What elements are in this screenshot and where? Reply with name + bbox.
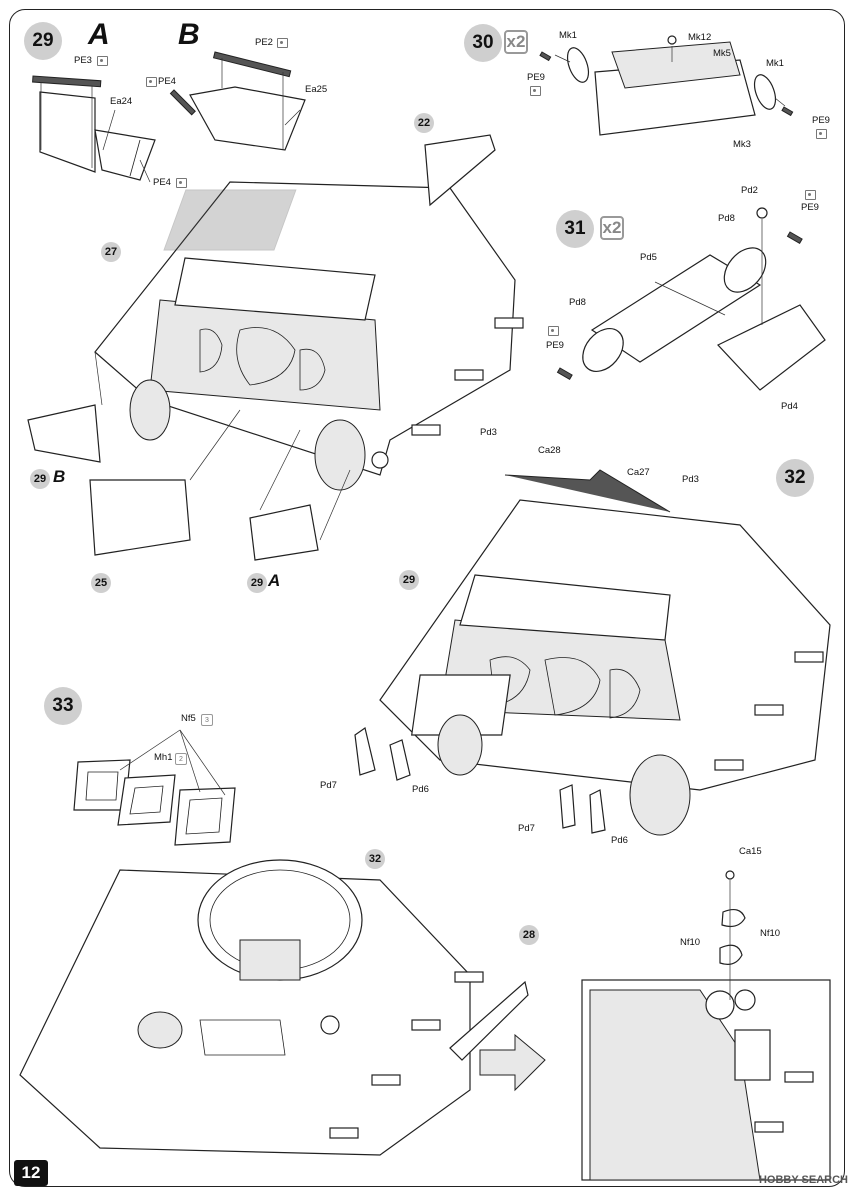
photo-etch-icon: [176, 178, 187, 188]
step-30-marker: 30: [464, 24, 502, 62]
step-31-number: 31: [564, 218, 586, 239]
part-label-pe9-31-right: PE9: [801, 202, 819, 213]
part-label-nf5: Nf5: [181, 713, 196, 724]
part-label-ca15: Ca15: [739, 846, 762, 857]
detail-inset: [581, 870, 831, 1181]
hull-rear-view-top: [94, 134, 524, 491]
step-29-marker: 29: [24, 22, 62, 60]
part-label-pd8-bottom: Pd8: [569, 297, 586, 308]
photo-etch-icon: [805, 190, 816, 200]
part-label-mk1-left: Mk1: [559, 30, 577, 41]
part-label-ca27: Ca27: [627, 467, 650, 478]
hull-step33: [19, 859, 546, 1156]
step-33-number: 33: [52, 695, 74, 716]
part-label-pd4: Pd4: [781, 401, 798, 412]
part-label-pe4-b: PE4: [158, 76, 176, 87]
nf5-multiplier: 3: [201, 714, 213, 726]
step-29-number: 29: [32, 30, 54, 51]
part-label-pd6-left: Pd6: [412, 784, 429, 795]
part-label-mk1-right: Mk1: [766, 58, 784, 69]
substep-29a-variant: A: [268, 571, 281, 590]
part-label-mh1: Mh1: [154, 752, 173, 763]
part-label-mk3: Mk3: [733, 139, 751, 150]
mh1-multiplier: 2: [175, 753, 187, 765]
instruction-page-border: [9, 9, 845, 1187]
photo-etch-icon: [816, 129, 827, 139]
part-label-pd3-left: Pd3: [480, 427, 497, 438]
step-31-marker: 31: [556, 210, 594, 248]
step33-spare-tracks: [73, 729, 236, 846]
substep-29-callout: 29: [399, 570, 419, 590]
part-label-ea25: Ea25: [305, 84, 328, 95]
substep-29a-callout: 29: [247, 573, 267, 593]
photo-etch-icon: [530, 86, 541, 96]
photo-etch-icon: [146, 77, 157, 87]
part-label-pe3: PE3: [74, 55, 92, 66]
step-33-marker: 33: [44, 687, 82, 725]
substep-22-callout: 22: [414, 113, 434, 133]
part-label-pe9-left: PE9: [527, 72, 545, 83]
step-32-marker: 32: [776, 459, 814, 497]
step31-fuel-tank: [556, 207, 826, 391]
hull-step32: [354, 469, 831, 836]
watermark: HOBBY SEARCH: [758, 1174, 848, 1186]
step29-subassembly-a: [32, 75, 156, 183]
part-label-ea24: Ea24: [110, 96, 133, 107]
step-32-number: 32: [784, 467, 806, 488]
substep-32-callout: 32: [365, 849, 385, 869]
step-30-number: 30: [472, 32, 494, 53]
part-label-mk5: Mk5: [713, 48, 731, 59]
photo-etch-icon: [97, 56, 108, 66]
variant-a-label: A: [88, 18, 110, 51]
part-label-pd5: Pd5: [640, 252, 657, 263]
part-label-pe9-31-left: PE9: [546, 340, 564, 351]
part-label-pd2: Pd2: [741, 185, 758, 196]
part-label-mk12: Mk12: [688, 32, 712, 43]
substep-25-callout: 25: [91, 573, 111, 593]
substep-27-callout: 27: [101, 242, 121, 262]
substep-29b-callout: 29: [30, 469, 50, 489]
variant-b-label: B: [178, 18, 200, 51]
step-31-multiplier: x2: [600, 216, 624, 240]
part-label-nf10-left: Nf10: [680, 937, 701, 948]
step29-subassembly-b: [169, 51, 306, 151]
hull-top-loose-parts: [27, 351, 351, 561]
photo-etch-icon: [548, 326, 559, 336]
part-label-ca28: Ca28: [538, 445, 561, 456]
part-label-nf10-right: Nf10: [760, 928, 781, 939]
part-label-pd3-right: Pd3: [682, 474, 699, 485]
substep-28-callout: 28: [519, 925, 539, 945]
part-label-pd8-top: Pd8: [718, 213, 735, 224]
part-label-pd6-right: Pd6: [611, 835, 628, 846]
part-label-pe4-a: PE4: [153, 177, 171, 188]
step30-fuel-tank: [539, 35, 794, 136]
part-label-pd7-right: Pd7: [518, 823, 535, 834]
page-number: 12: [14, 1160, 48, 1186]
part-label-pe9-right: PE9: [812, 115, 830, 126]
substep-29b-variant: B: [53, 467, 66, 486]
photo-etch-icon: [277, 38, 288, 48]
part-label-pd7-left: Pd7: [320, 780, 337, 791]
step-30-multiplier: x2: [504, 30, 528, 54]
part-label-pe2: PE2: [255, 37, 273, 48]
